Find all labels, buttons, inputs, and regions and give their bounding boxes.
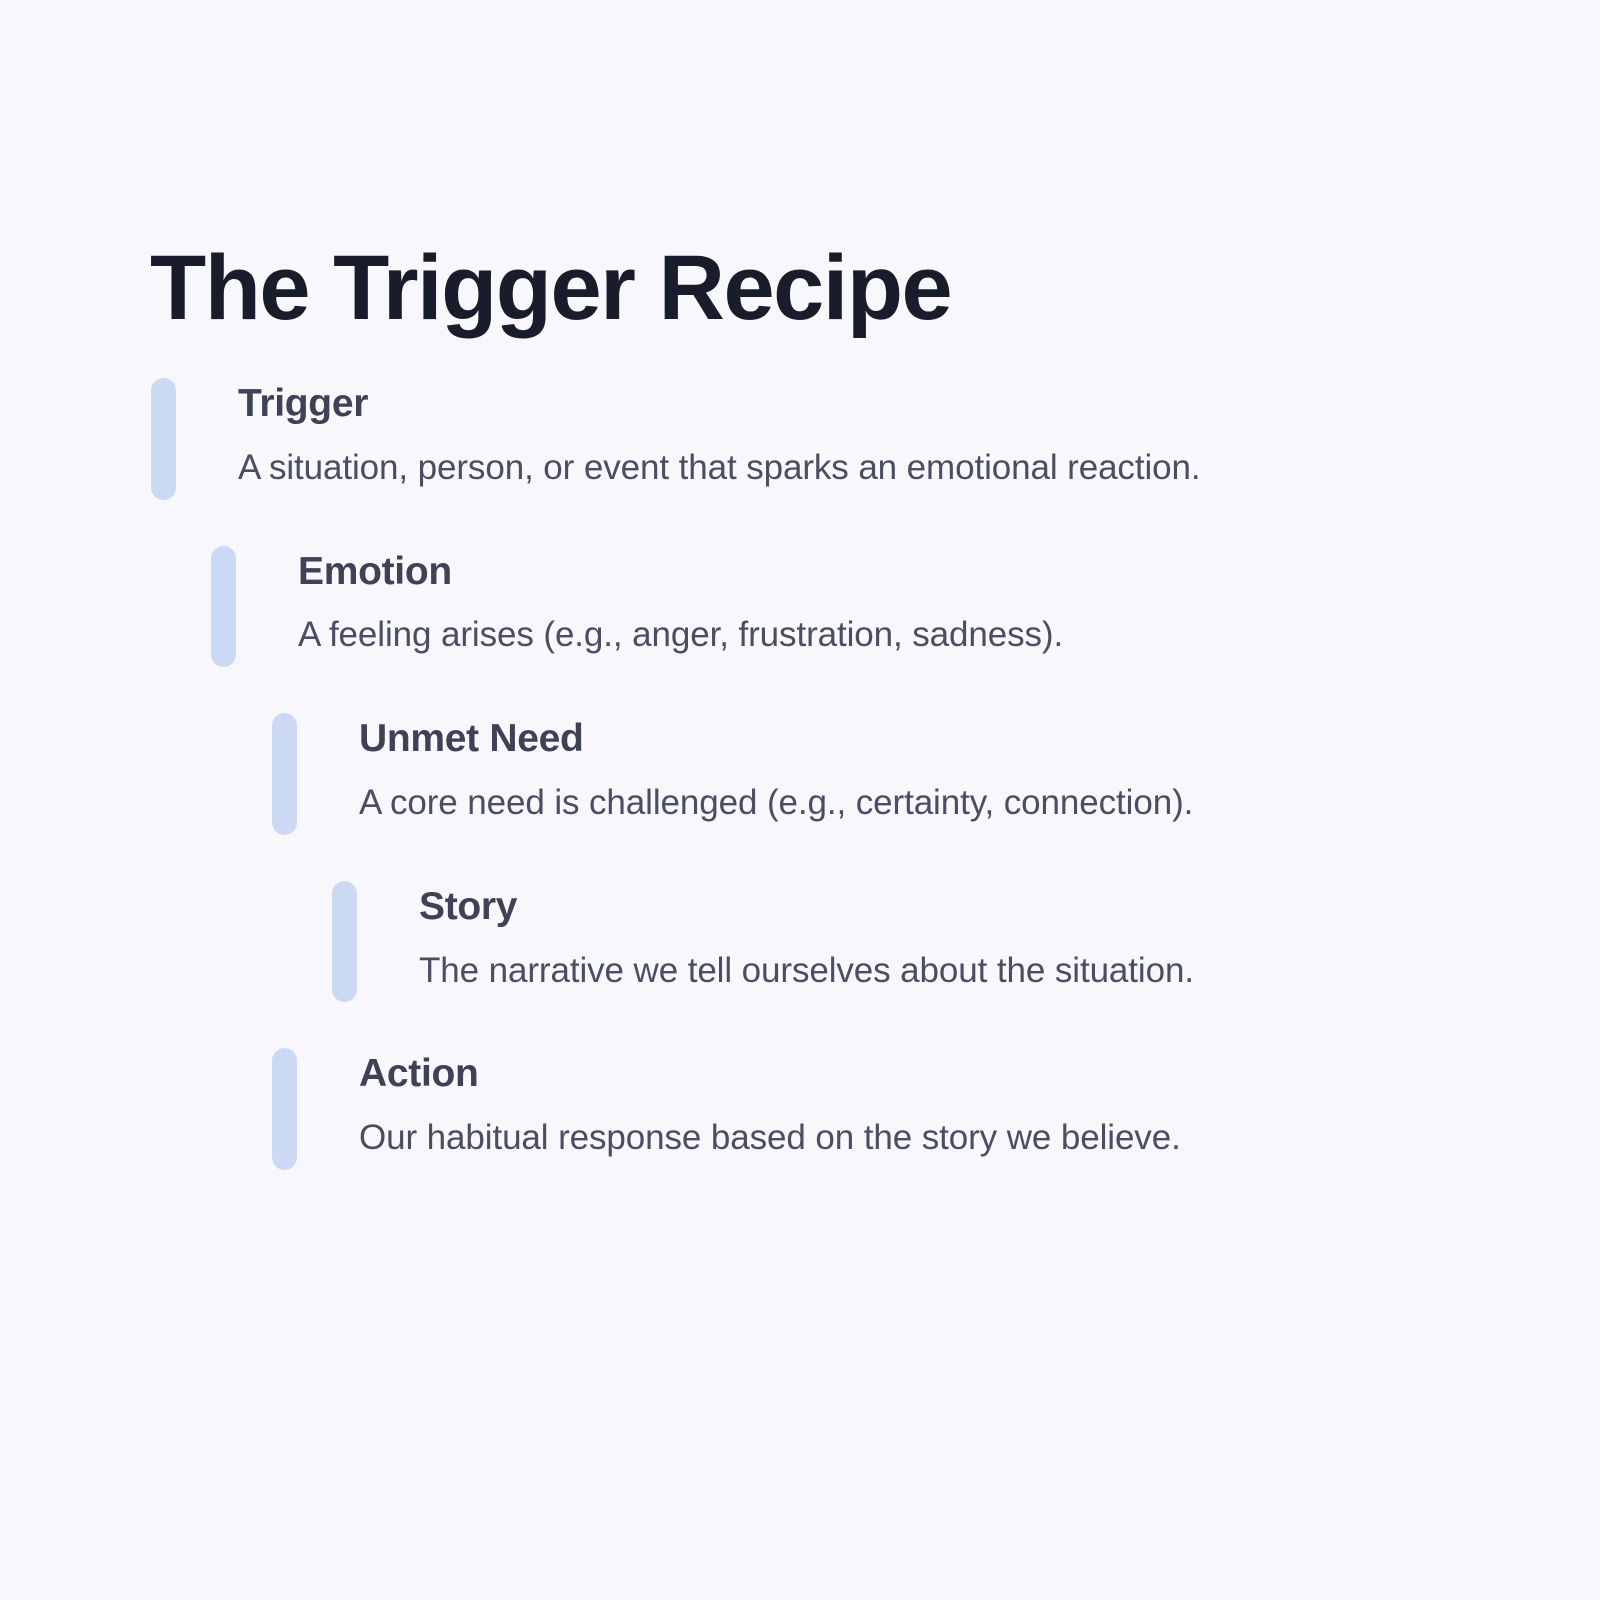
list-item-story: Story The narrative we tell ourselves ab… [332,880,1600,1003]
step-description: Our habitual response based on the story… [359,1118,1181,1158]
step-title: Unmet Need [359,717,584,761]
step-content: Emotion A feeling arises (e.g., anger, f… [236,546,1416,668]
step-content: Action Our habitual response based on th… [297,1048,1477,1170]
step-description: A feeling arises (e.g., anger, frustrati… [298,615,1064,655]
step-content: Trigger A situation, person, or event th… [176,378,1256,500]
step-title: Action [359,1052,479,1096]
list-item-emotion: Emotion A feeling arises (e.g., anger, f… [211,545,1600,668]
steps-list: Trigger A situation, person, or event th… [0,378,1600,1170]
step-title: Trigger [238,382,369,425]
step-accent-bar [211,545,236,668]
step-content: Story The narrative we tell ourselves ab… [357,881,1537,1003]
page-title: The Trigger Recipe [150,236,953,339]
step-accent-bar [151,378,176,500]
step-description: The narrative we tell ourselves about th… [419,950,1194,990]
step-title: Story [419,884,518,928]
step-accent-bar [272,713,297,835]
step-accent-bar [332,880,357,1003]
step-accent-bar [272,1048,297,1170]
list-item-unmet-need: Unmet Need A core need is challenged (e.… [272,713,1600,835]
list-item-action: Action Our habitual response based on th… [272,1048,1600,1170]
step-description: A core need is challenged (e.g., certain… [359,783,1194,823]
list-item-trigger: Trigger A situation, person, or event th… [151,378,1600,500]
step-content: Unmet Need A core need is challenged (e.… [297,713,1477,835]
step-title: Emotion [298,549,452,593]
step-description: A situation, person, or event that spark… [238,447,1201,487]
